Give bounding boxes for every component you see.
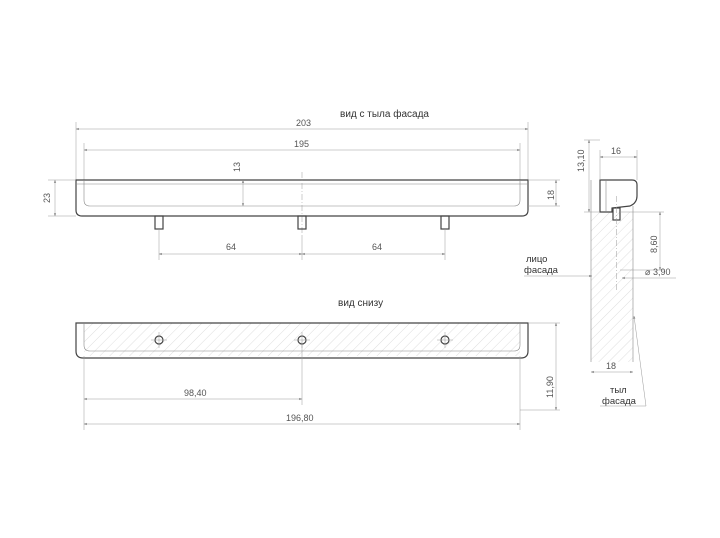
dim-pin-spacing-right-label: 64 xyxy=(372,242,382,252)
bottom-view-title: вид снизу xyxy=(338,298,383,309)
dim-bottom-depth-label: 11,90 xyxy=(545,376,555,398)
dim-bottom-length-label: 196,80 xyxy=(286,413,314,423)
handle-profile-section xyxy=(599,179,638,213)
back-label-line1: тыл xyxy=(610,385,627,396)
dim-lip-height-label: 13 xyxy=(232,162,242,172)
back-label-line2: фасада xyxy=(602,396,637,407)
dim-pin-length-label: 8,60 xyxy=(649,235,659,253)
dim-height-label: 23 xyxy=(42,193,52,203)
face-label-line2: фасада xyxy=(524,265,559,276)
diameter-symbol: ⌀ xyxy=(645,267,651,277)
handle-bottom-outline xyxy=(75,322,529,359)
dim-side-top-height-label: 13,10 xyxy=(576,149,586,172)
back-view: вид с тыла фасада 203 195 23 13 xyxy=(42,108,560,260)
dim-inner-length-label: 195 xyxy=(294,139,309,149)
dim-right-height-label: 18 xyxy=(546,190,556,200)
panel-section xyxy=(591,212,633,362)
handle-back-outline xyxy=(75,179,529,217)
bottom-view: вид снизу 98,40 196,80 11,90 xyxy=(75,298,560,430)
dim-bottom-half-length-label: 98,40 xyxy=(184,388,207,398)
dim-side-width-label: 16 xyxy=(611,146,621,156)
side-section-view: 16 13,10 8,60 ⌀ 3,90 18 лицо фасада тыл … xyxy=(524,139,676,407)
dim-pin-spacing-left-label: 64 xyxy=(226,242,236,252)
dim-overall-length-label: 203 xyxy=(296,118,311,128)
dim-panel-thickness-label: 18 xyxy=(606,361,616,371)
face-label-line1: лицо xyxy=(526,254,547,265)
back-view-title: вид с тыла фасада xyxy=(340,108,429,120)
dim-pin-diameter-label: 3,90 xyxy=(653,267,671,277)
back-leader xyxy=(633,315,647,407)
